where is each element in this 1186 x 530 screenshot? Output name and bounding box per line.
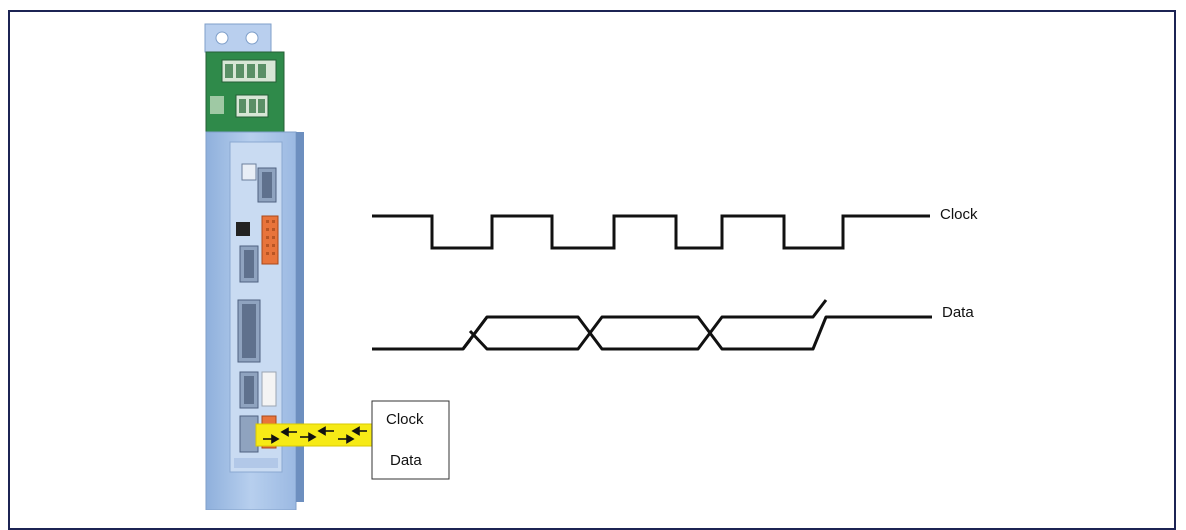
data-signal-label: Data [942, 304, 974, 321]
arrow-right-icon [263, 432, 355, 444]
connector-box-data-label: Data [390, 452, 422, 469]
diagram-canvas: Clock Data Clock Data [204, 23, 978, 510]
connector-box: Clock Data [371, 400, 450, 480]
data-waveform [372, 299, 932, 351]
clock-signal-label: Clock [940, 206, 978, 223]
servo-drive-icon [204, 23, 304, 510]
connector-box-clock-label: Clock [386, 411, 424, 428]
cable-connection [255, 423, 373, 447]
arrow-left-icon [280, 426, 367, 437]
clock-waveform [372, 214, 930, 250]
diagram-frame [8, 10, 1176, 530]
